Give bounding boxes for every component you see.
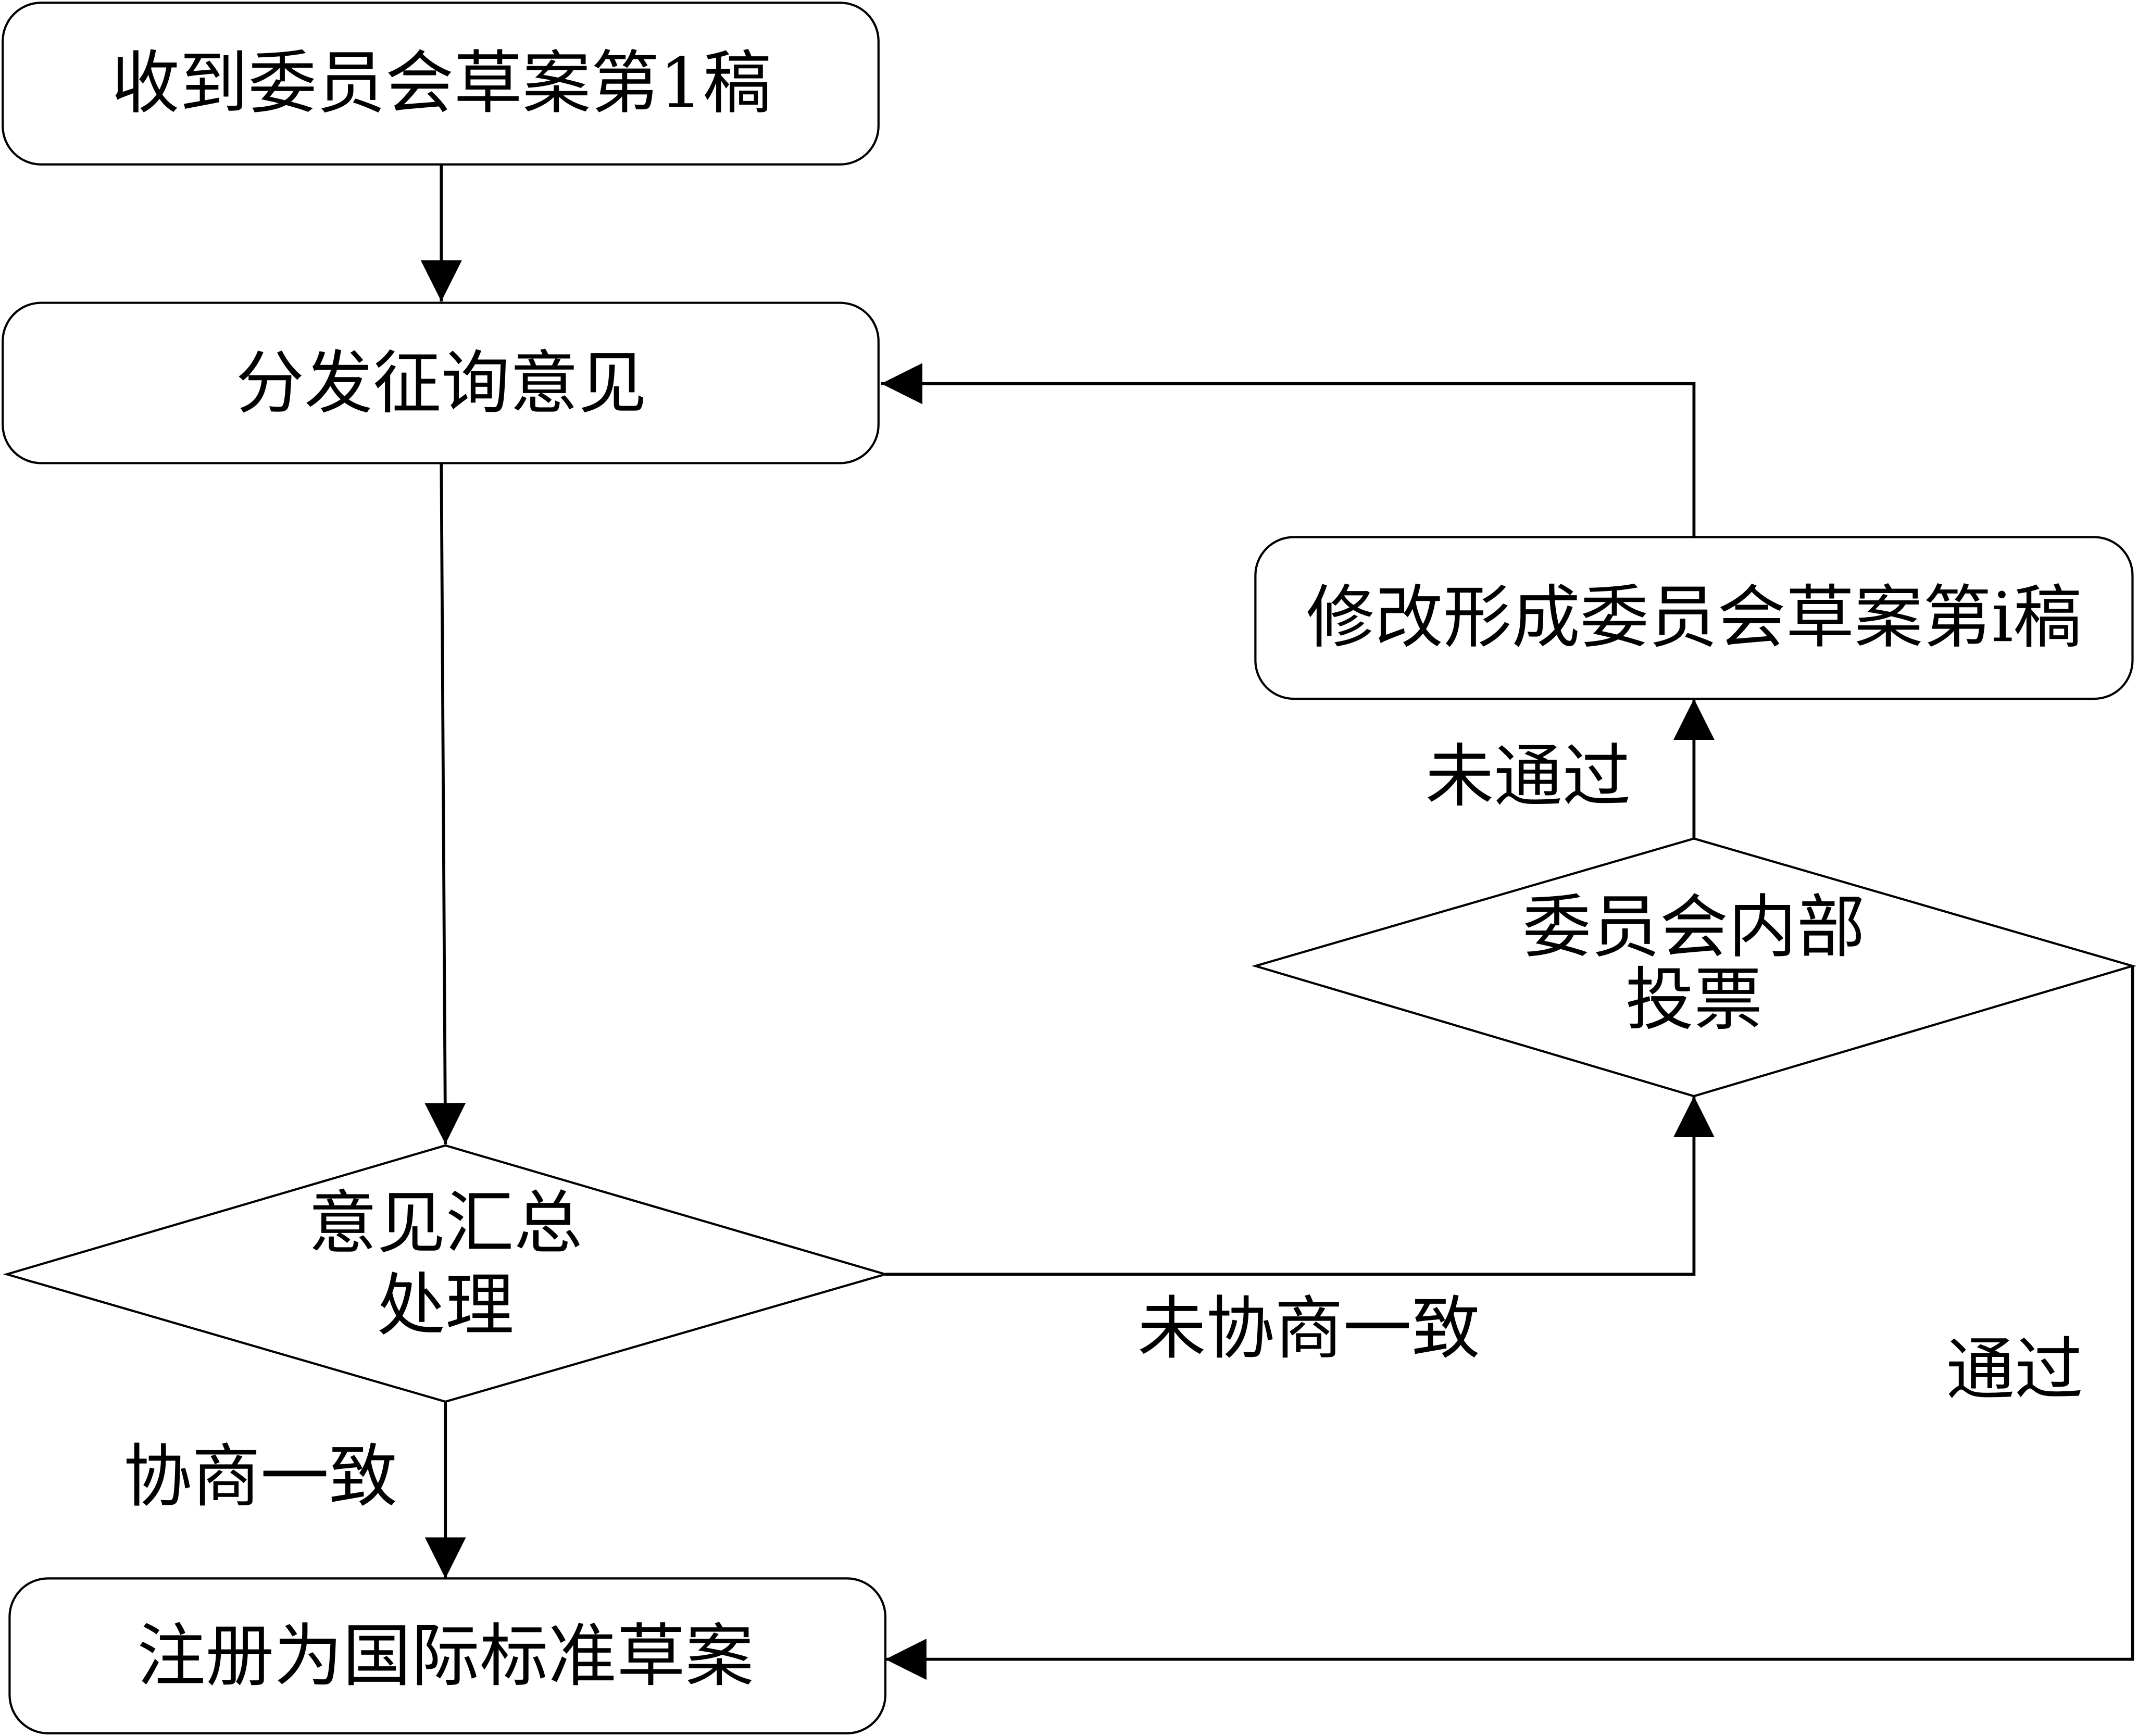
arrow-summary-to-vote bbox=[885, 1096, 1715, 1276]
node-distribute: 分发征询意见 bbox=[2, 301, 880, 464]
edge-label-no-consensus: 未协商一致 bbox=[1137, 1289, 1480, 1369]
node-label: 修改形成委员会草案第i稿 bbox=[1306, 578, 2082, 658]
node-box bbox=[8, 1577, 886, 1734]
edge-label-failed: 未通过 bbox=[1426, 737, 1631, 817]
node-receive-draft: 收到委员会草案第1稿 bbox=[2, 2, 880, 166]
edge-label-passed: 通过 bbox=[1946, 1330, 2083, 1410]
decision-vote: 委员会内部 投票 bbox=[1251, 837, 2136, 1098]
node-label: 收到委员会草案第1稿 bbox=[111, 44, 771, 123]
node-revise: 修改形成委员会草案第i稿 bbox=[1254, 536, 2134, 700]
decision-label-line1: 意见汇总 bbox=[308, 1184, 582, 1263]
decision-label-line2: 投票 bbox=[1626, 960, 1762, 1040]
node-box bbox=[2, 301, 880, 464]
arrow-revise-to-distribute bbox=[881, 363, 1696, 537]
decision-label-line2: 处理 bbox=[377, 1266, 514, 1345]
node-register: 注册为国际标准草案 bbox=[8, 1577, 886, 1734]
decision-summary: 意见汇总 处理 bbox=[3, 1144, 890, 1403]
decision-label-line1: 委员会内部 bbox=[1523, 888, 1866, 967]
edge-label-consensus: 协商一致 bbox=[123, 1437, 397, 1517]
arrow-distribute-to-summary bbox=[424, 463, 466, 1144]
arrow-vote-to-register bbox=[885, 966, 2134, 1680]
node-label: 注册为国际标准草案 bbox=[137, 1617, 754, 1696]
node-label: 分发征询意见 bbox=[236, 344, 647, 423]
